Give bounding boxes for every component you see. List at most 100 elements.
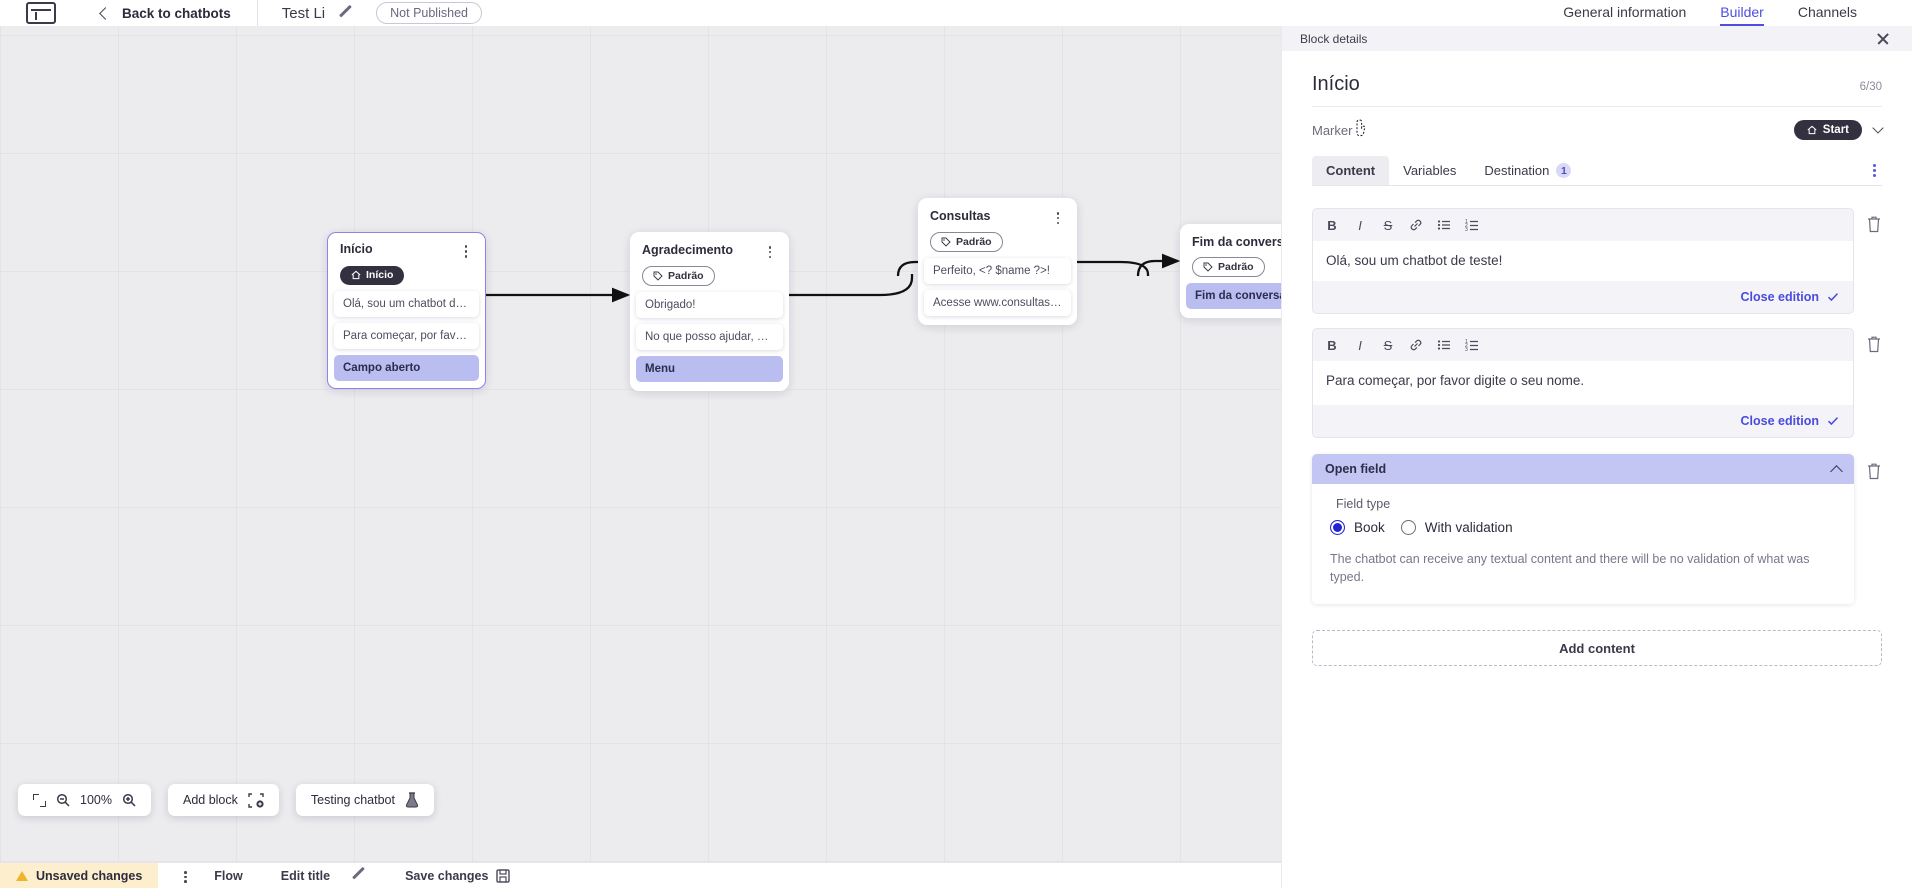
marker-row: Marker Start: [1312, 107, 1884, 140]
add-block-label: Add block: [182, 793, 238, 807]
node-menu-button[interactable]: [763, 243, 777, 259]
char-counter: 6/30: [1859, 81, 1882, 93]
italic-icon[interactable]: I: [1358, 337, 1362, 353]
node-row[interactable]: Obrigado!: [636, 292, 783, 319]
node-row[interactable]: Acesse www.consultas.com par...: [924, 290, 1071, 317]
bold-icon[interactable]: B: [1327, 337, 1337, 353]
warning-triangle-icon: [16, 870, 28, 881]
radio-option-with-validation[interactable]: With validation: [1400, 520, 1513, 536]
link-icon[interactable]: [1403, 214, 1429, 236]
node-header: Agradecimento: [630, 243, 789, 259]
svg-text:3: 3: [1465, 347, 1468, 352]
pencil-icon[interactable]: [339, 6, 354, 21]
editor-text[interactable]: Para começar, por favor digite o seu nom…: [1313, 361, 1853, 406]
radio-option-book[interactable]: Book: [1330, 520, 1385, 536]
marker-start-chip[interactable]: Start: [1793, 120, 1862, 140]
node-row[interactable]: Perfeito, <? $name ?>!: [924, 258, 1071, 285]
panel-tab-menu-button[interactable]: [1867, 164, 1882, 177]
flow-edges: [485, 253, 1181, 303]
chatbot-logo-icon[interactable]: [26, 2, 56, 24]
tab-variables[interactable]: Variables: [1389, 156, 1470, 185]
add-block-button[interactable]: Add block: [167, 784, 279, 816]
node-title: Consultas: [930, 209, 991, 223]
node-menu-button[interactable]: [1051, 209, 1065, 225]
radio-label: Book: [1354, 520, 1385, 536]
node-tag-label: Início: [366, 269, 394, 282]
edit-title-button[interactable]: Edit title: [281, 868, 367, 883]
node-tag-label: Padrão: [1218, 261, 1254, 273]
tab-builder[interactable]: Builder: [1720, 4, 1764, 26]
radio-button[interactable]: [1400, 520, 1416, 536]
testing-chatbot-label: Testing chatbot: [310, 793, 395, 807]
block-title-row: Início 6/30: [1312, 51, 1882, 107]
chevron-up-icon[interactable]: [1830, 464, 1843, 478]
tag-icon: [941, 237, 951, 247]
panel-body: Início 6/30 Marker Start Content Variabl…: [1282, 51, 1912, 667]
testing-chatbot-button[interactable]: Testing chatbot: [295, 784, 434, 816]
close-edition-button[interactable]: Close edition: [1313, 405, 1853, 437]
zoom-out-icon[interactable]: [56, 793, 70, 807]
back-to-chatbots-link[interactable]: Back to chatbots: [122, 5, 231, 21]
node-menu-button[interactable]: [459, 242, 473, 258]
tab-content[interactable]: Content: [1312, 156, 1390, 185]
node-row[interactable]: Para começar, por favor digite o ...: [334, 323, 479, 350]
flow-node-consultas[interactable]: Consultas Padrão Perfeito, <? $name ?>! …: [918, 198, 1077, 326]
check-icon: [1827, 293, 1839, 302]
destination-badge: 1: [1556, 163, 1572, 178]
node-tag-default: Padrão: [1192, 257, 1265, 277]
marker-label: Marker: [1312, 122, 1353, 138]
strikethrough-icon[interactable]: S: [1383, 337, 1393, 353]
flow-node-inicio[interactable]: Início Início Olá, sou um chatbot de tes…: [327, 232, 486, 390]
save-changes-button[interactable]: Save changes: [405, 869, 511, 883]
add-content-button[interactable]: Add content: [1312, 630, 1882, 667]
chevron-down-icon[interactable]: [1872, 122, 1884, 134]
zoom-in-icon[interactable]: [122, 793, 136, 807]
chevron-left-icon[interactable]: [99, 6, 112, 20]
footer-menu-button[interactable]: [178, 868, 192, 884]
radio-button[interactable]: [1330, 520, 1345, 536]
trash-icon[interactable]: [1866, 462, 1882, 480]
tab-variables-label: Variables: [1403, 163, 1457, 178]
trash-icon[interactable]: [1866, 215, 1882, 233]
tab-destination[interactable]: Destination 1: [1470, 156, 1585, 185]
zoom-controls[interactable]: 100%: [18, 784, 151, 816]
trash-icon[interactable]: [1866, 335, 1882, 353]
node-row[interactable]: Fim da conversa: [1186, 283, 1281, 309]
strikethrough-icon[interactable]: S: [1383, 217, 1393, 233]
node-header: Consultas: [918, 209, 1077, 225]
node-tag-start: Início: [340, 265, 405, 285]
node-title: Início: [340, 242, 373, 257]
node-row[interactable]: No que posso ajudar, <? $name ...: [636, 324, 783, 351]
flow-node-agradecimento[interactable]: Agradecimento Padrão Obrigado! No que po…: [630, 232, 789, 392]
node-title: Agradecimento: [642, 243, 733, 257]
panel-header: Block details: [1282, 26, 1912, 51]
flow-button[interactable]: Flow: [214, 869, 242, 883]
flow-canvas[interactable]: Início Início Olá, sou um chatbot de tes…: [0, 26, 1281, 862]
open-field-header[interactable]: Open field: [1312, 454, 1854, 485]
svg-text:3: 3: [1465, 227, 1468, 232]
close-edition-button[interactable]: Close edition: [1313, 281, 1853, 313]
tab-general-information[interactable]: General information: [1563, 4, 1687, 20]
marker-controls: Start: [1793, 120, 1884, 140]
node-tag-label: Padrão: [956, 236, 992, 249]
bullet-list-icon[interactable]: [1431, 214, 1457, 236]
node-row[interactable]: Menu: [636, 356, 783, 383]
fit-screen-icon[interactable]: [33, 793, 46, 807]
italic-icon[interactable]: I: [1358, 217, 1362, 233]
editor-text[interactable]: Olá, sou um chatbot de teste!: [1313, 241, 1853, 282]
node-row[interactable]: Campo aberto: [334, 355, 479, 382]
svg-text:2: 2: [1465, 223, 1468, 229]
bold-icon[interactable]: B: [1327, 217, 1337, 233]
tab-channels[interactable]: Channels: [1797, 4, 1857, 20]
link-icon[interactable]: [1403, 334, 1429, 356]
bullet-list-icon[interactable]: [1431, 334, 1457, 356]
flow-node-fim-da-conversa[interactable]: Fim da conversa Padrão Fim da conversa: [1180, 224, 1281, 318]
panel-header-label: Block details: [1300, 31, 1368, 46]
close-icon[interactable]: [1876, 32, 1890, 46]
node-row[interactable]: Olá, sou um chatbot de teste!: [334, 291, 479, 318]
